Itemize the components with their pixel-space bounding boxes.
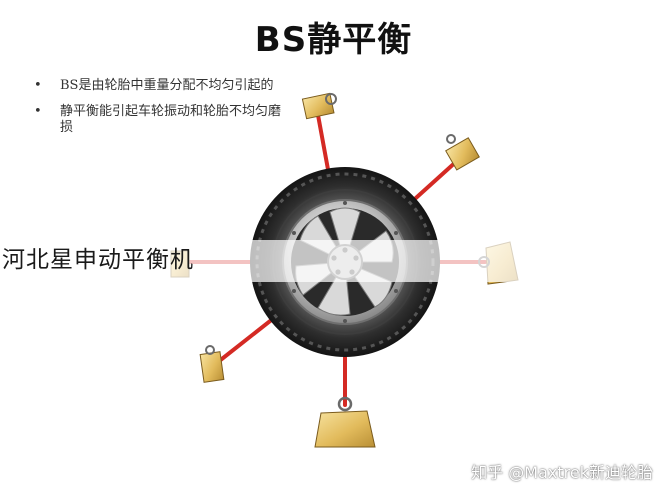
weight-upper-right [445, 134, 480, 171]
slide-title: BS静平衡 [254, 20, 413, 60]
bullet-symbol: • [34, 104, 42, 119]
rim-bolts [292, 201, 398, 323]
weight-lower-left [199, 345, 225, 383]
bullet-item: • 静平衡能引起车轮振动和轮胎不均匀磨损 [28, 104, 288, 136]
bullet-symbol: • [34, 78, 42, 93]
bullet-item: • BS是由轮胎中重量分配不均匀引起的 [28, 78, 288, 94]
caption-banner [0, 240, 667, 282]
bullet-text: BS是由轮胎中重量分配不均匀引起的 [60, 78, 274, 93]
watermark: 知乎 @Maxtrek新迪轮胎 [471, 463, 653, 482]
weight-top [301, 92, 337, 120]
bullet-list: • BS是由轮胎中重量分配不均匀引起的 • 静平衡能引起车轮振动和轮胎不均匀磨损 [28, 78, 288, 146]
bullet-text: 静平衡能引起车轮振动和轮胎不均匀磨损 [60, 104, 282, 135]
weight-bottom [314, 396, 376, 448]
caption-text: 河北星申动平衡机 [2, 247, 194, 273]
